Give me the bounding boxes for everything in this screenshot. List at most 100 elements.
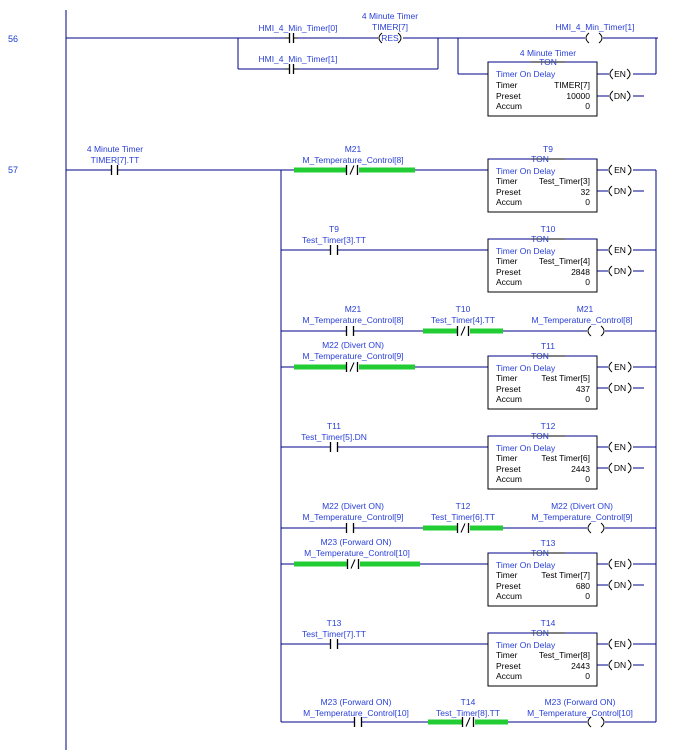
rung-57[interactable]: 57 4 Minute Timer TIMER[7].TT M21 M_Temp… [8, 10, 657, 750]
svg-text:Test Timer[6]: Test Timer[6] [541, 453, 590, 463]
svg-text:DN: DN [614, 463, 626, 473]
branch-3[interactable]: M21 M_Temperature_Control[8] T10 Test_Ti… [281, 304, 656, 337]
svg-text:T13: T13 [541, 538, 556, 548]
svg-text:M21: M21 [345, 144, 362, 154]
svg-text:Accum: Accum [496, 197, 522, 207]
svg-text:T9: T9 [543, 144, 553, 154]
svg-text:DN: DN [614, 186, 626, 196]
svg-text:2848: 2848 [571, 267, 590, 277]
branch-4[interactable]: M22 (Divert ON) M_Temperature_Control[9]… [281, 340, 656, 410]
ton-block-t11[interactable]: T11 TON Timer On Delay Timer Test Timer[… [487, 341, 656, 410]
svg-text:EN: EN [614, 639, 626, 649]
svg-text:M23 (Forward ON): M23 (Forward ON) [321, 697, 392, 707]
xio-contact[interactable] [346, 559, 360, 569]
ton-block-t12[interactable]: T12 TON Timer On Delay Timer Test Timer[… [487, 421, 656, 490]
svg-text:Timer: Timer [496, 176, 518, 186]
svg-text:Preset: Preset [496, 187, 521, 197]
xic-hmi-4-min-timer-0[interactable]: HMI_4_Min_Timer[0] [258, 23, 338, 43]
rung-56[interactable]: 56 HMI_4_Min_Timer[0] HMI_4_Min_Timer[1] [8, 11, 658, 117]
svg-text:0: 0 [585, 474, 590, 484]
svg-text:M22 (Divert ON): M22 (Divert ON) [322, 340, 384, 350]
svg-text:EN: EN [614, 165, 626, 175]
svg-text:Preset: Preset [496, 464, 521, 474]
svg-text:TON: TON [531, 234, 549, 244]
xio-contact[interactable] [456, 523, 470, 533]
svg-text:Timer On Delay: Timer On Delay [496, 443, 556, 453]
svg-text:4 Minute Timer: 4 Minute Timer [362, 11, 418, 21]
svg-text:M_Temperature_Control[8]: M_Temperature_Control[8] [302, 155, 403, 165]
xio-contact[interactable] [345, 362, 359, 372]
xic-contact[interactable] [329, 639, 339, 649]
svg-text:0: 0 [585, 394, 590, 404]
svg-text:2443: 2443 [571, 661, 590, 671]
xic-timer-7-tt[interactable]: 4 Minute Timer TIMER[7].TT [66, 144, 281, 175]
svg-text:Test_Timer[6].TT: Test_Timer[6].TT [431, 512, 495, 522]
svg-text:Accum: Accum [496, 277, 522, 287]
svg-text:Timer: Timer [496, 453, 518, 463]
svg-text:32: 32 [581, 187, 591, 197]
svg-text:Test_Timer[5].DN: Test_Timer[5].DN [301, 432, 367, 442]
svg-text:TON: TON [531, 628, 549, 638]
xic-contact[interactable] [329, 245, 339, 255]
svg-text:Preset: Preset [496, 661, 521, 671]
svg-text:EN: EN [614, 69, 626, 79]
branch-2[interactable]: T9 Test_Timer[3].TT T10 TON Timer On Del… [281, 224, 656, 293]
ton-block-t9[interactable]: T9 TON Timer On Delay Timer Test_Timer[3… [487, 144, 656, 213]
xic-contact[interactable] [345, 523, 355, 533]
ote-hmi-4-min-timer-1[interactable]: HMI_4_Min_Timer[1] [555, 22, 635, 44]
ton-block-t13[interactable]: T13 TON Timer On Delay Timer Test Timer[… [487, 538, 656, 607]
branch-6[interactable]: M22 (Divert ON) M_Temperature_Control[9]… [281, 501, 656, 534]
branch-9[interactable]: M23 (Forward ON) M_Temperature_Control[1… [281, 697, 656, 728]
svg-text:T11: T11 [541, 341, 555, 351]
svg-text:0: 0 [585, 671, 590, 681]
ote-coil-m23[interactable]: M23 (Forward ON) M_Temperature_Control[1… [527, 697, 633, 728]
ton-block-t14[interactable]: T14 TON Timer On Delay Timer Test_Timer[… [487, 618, 656, 687]
xic-contact[interactable] [345, 326, 355, 336]
svg-text:DN: DN [614, 580, 626, 590]
svg-text:M21: M21 [345, 304, 362, 314]
xic-contact[interactable] [353, 717, 363, 727]
svg-text:Preset: Preset [496, 91, 521, 101]
svg-text:0: 0 [585, 591, 590, 601]
svg-text:4 Minute Timer: 4 Minute Timer [520, 48, 576, 58]
svg-text:DN: DN [614, 91, 626, 101]
svg-text:TON: TON [531, 154, 549, 164]
ton-block-4-minute-timer[interactable]: 4 Minute Timer TON Timer On Delay Timer … [487, 48, 631, 117]
svg-text:M22 (Divert ON): M22 (Divert ON) [322, 501, 384, 511]
branch-8[interactable]: T13 Test_Timer[7].TT T14 TON Timer On De… [281, 618, 656, 687]
svg-text:RES: RES [381, 33, 399, 43]
xic-contact[interactable] [329, 442, 339, 452]
svg-text:DN: DN [614, 266, 626, 276]
svg-text:EN: EN [614, 245, 626, 255]
svg-text:0: 0 [585, 277, 590, 287]
svg-text:T14: T14 [461, 697, 476, 707]
xio-contact[interactable] [456, 326, 470, 336]
svg-text:M23 (Forward ON): M23 (Forward ON) [321, 537, 392, 547]
svg-text:TIMER[7].TT: TIMER[7].TT [91, 155, 140, 165]
svg-text:T10: T10 [456, 304, 471, 314]
svg-text:M22 (Divert ON): M22 (Divert ON) [551, 501, 613, 511]
rung-number: 56 [8, 34, 18, 44]
svg-text:Timer: Timer [496, 570, 518, 580]
svg-text:TON: TON [531, 431, 549, 441]
ton-block-t10[interactable]: T10 TON Timer On Delay Timer Test_Timer[… [487, 224, 656, 293]
xic-hmi-4-min-timer-1[interactable]: HMI_4_Min_Timer[1] [258, 54, 338, 74]
svg-text:Preset: Preset [496, 581, 521, 591]
branch-5[interactable]: T11 Test_Timer[5].DN T12 TON Timer On De… [281, 421, 656, 490]
svg-text:Test_Timer[4]: Test_Timer[4] [539, 256, 590, 266]
rung-number: 57 [8, 165, 18, 175]
ote-coil-m21[interactable]: M21 M_Temperature_Control[8] [531, 304, 633, 337]
svg-text:Accum: Accum [496, 671, 522, 681]
branch-7[interactable]: M23 (Forward ON) M_Temperature_Control[1… [281, 537, 656, 607]
svg-text:M_Temperature_Control[8]: M_Temperature_Control[8] [302, 315, 403, 325]
svg-text:DN: DN [614, 660, 626, 670]
ote-coil-m22[interactable]: M22 (Divert ON) M_Temperature_Control[9] [531, 501, 633, 534]
branch-1[interactable]: M21 M_Temperature_Control[8] T9 TON Time… [281, 144, 656, 213]
xio-contact[interactable] [345, 165, 359, 175]
xio-contact[interactable] [461, 717, 475, 727]
svg-text:Accum: Accum [496, 394, 522, 404]
res-instruction[interactable]: 4 Minute Timer TIMER[7] RES [362, 11, 418, 44]
svg-text:Timer On Delay: Timer On Delay [496, 560, 556, 570]
svg-text:Accum: Accum [496, 101, 522, 111]
